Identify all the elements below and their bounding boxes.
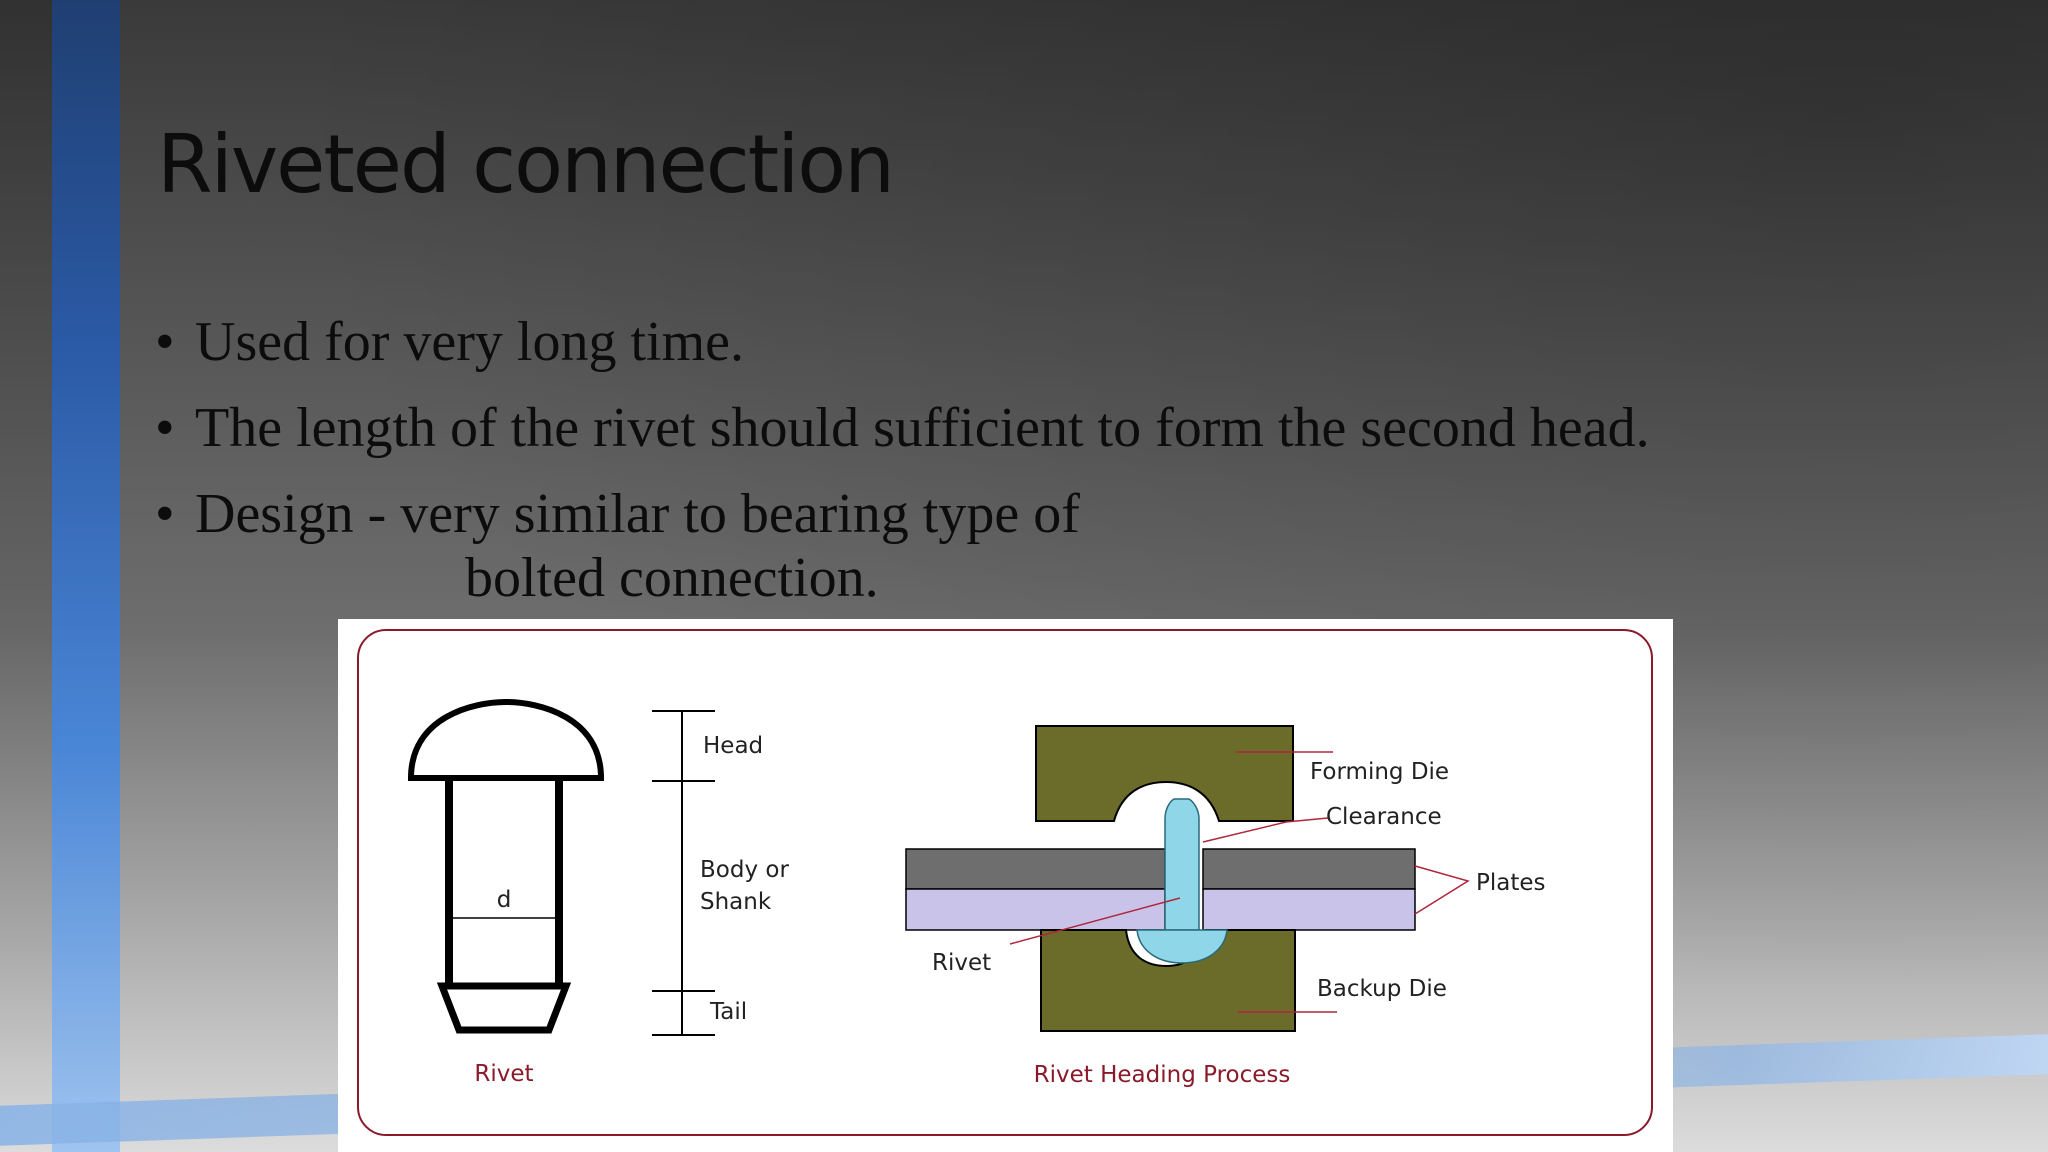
bullet-item: • The length of the rivet should suffici…	[155, 396, 1650, 460]
bullet-text: Design - very similar to bearing type of	[195, 483, 1080, 545]
bullet-marker: •	[155, 397, 175, 459]
bullet-list: • Used for very long time. • The length …	[155, 310, 1650, 632]
bullet-marker: •	[155, 483, 175, 545]
clearance-leader	[1202, 817, 1329, 843]
forming-die	[1035, 725, 1294, 822]
heading-process-caption: Rivet Heading Process	[1034, 1062, 1291, 1088]
rivet-diagram: d Rivet Head Body or Shank Tail	[338, 619, 1673, 1152]
top-plate-left	[905, 848, 1166, 890]
rivet-caption: Rivet	[474, 1061, 533, 1087]
tail-label: Tail	[709, 999, 747, 1025]
bullet-text: The length of the rivet should sufficien…	[195, 397, 1650, 459]
dimension-scale: Head Body or Shank Tail	[652, 710, 789, 1036]
rivet-preformed-head	[1136, 929, 1228, 964]
slide-title: Riveted connection	[157, 118, 895, 211]
top-plate-right	[1202, 848, 1416, 890]
bullet-text: Used for very long time.	[195, 311, 744, 373]
rivet-head-shape	[407, 698, 605, 781]
plates-label: Plates	[1476, 870, 1546, 896]
clearance-label: Clearance	[1326, 804, 1442, 830]
bottom-plate-right	[1202, 888, 1416, 931]
diameter-label: d	[497, 887, 512, 913]
rivet-label: Rivet	[932, 950, 991, 976]
bullet-item: • Used for very long time.	[155, 310, 1650, 374]
rivet-shank-in-plates	[1164, 798, 1200, 931]
backup-die-label: Backup Die	[1317, 976, 1447, 1002]
plates-leader	[1414, 865, 1470, 915]
diagram-frame	[357, 629, 1653, 1136]
left-edge-shade	[0, 0, 52, 1152]
head-label: Head	[703, 733, 763, 759]
bullet-continuation: bolted connection.	[465, 547, 879, 609]
rivet-diagram-svg: d Rivet Head Body or Shank Tail	[357, 629, 1653, 1136]
bottom-plate-left	[905, 888, 1166, 931]
bullet-item: • Design - very similar to bearing type …	[155, 482, 1650, 610]
rivet-leader	[1009, 897, 1181, 945]
body-label-line-2: Shank	[700, 889, 772, 915]
body-label-line-1: Body or	[700, 857, 789, 883]
left-accent-bar	[52, 0, 120, 1152]
rivet-tail-shape	[436, 982, 572, 1034]
rivet-drawing: d Rivet	[407, 698, 605, 1087]
heading-process-drawing: Forming Die Clearance Plates Rivet Backu…	[905, 725, 1546, 1088]
forming-die-label: Forming Die	[1310, 759, 1449, 785]
bullet-marker: •	[155, 311, 175, 373]
